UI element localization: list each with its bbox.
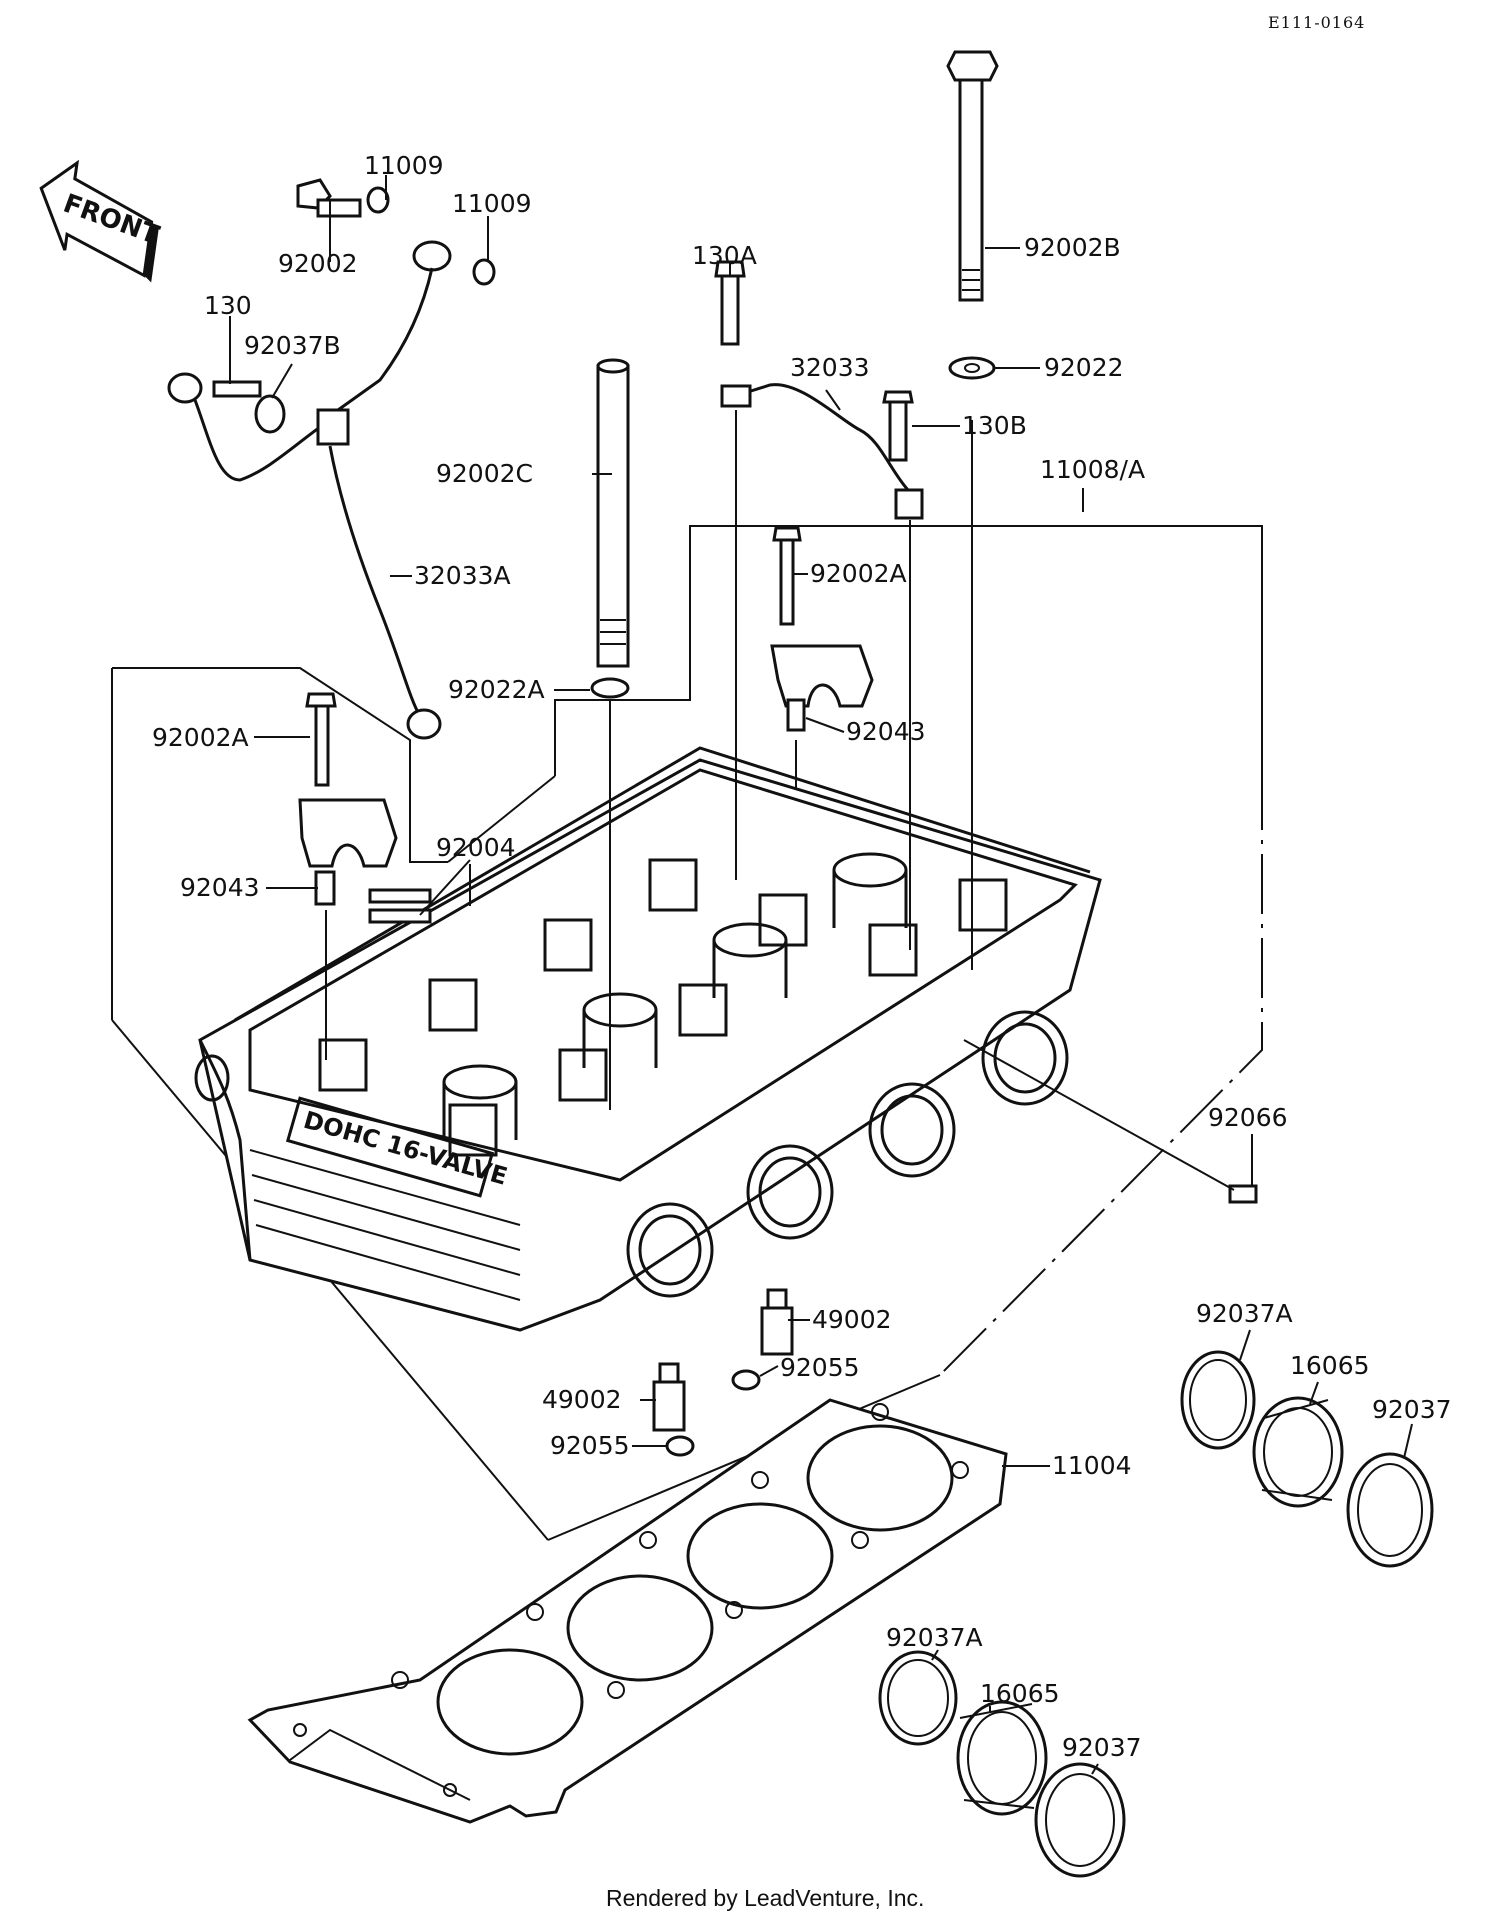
callout-92055-left: 92055 (550, 1431, 630, 1460)
callout-92043-left: 92043 (180, 873, 260, 902)
callout-11004: 11004 (1052, 1451, 1132, 1480)
callout-16065-upper: 16065 (1290, 1351, 1370, 1380)
callout-92037-upper: 92037 (1372, 1395, 1452, 1424)
stud-92002c (590, 358, 630, 1110)
callout-92002c: 92002C (436, 459, 533, 488)
callout-130: 130 (204, 291, 252, 320)
callout-49002-left: 49002 (542, 1385, 622, 1414)
credit-line: Rendered by LeadVenture, Inc. (606, 1885, 924, 1911)
callout-92004: 92004 (436, 833, 516, 862)
callout-130b: 130B (962, 411, 1027, 440)
callout-16065-lower: 16065 (980, 1679, 1060, 1708)
callout-92022: 92022 (1044, 353, 1124, 382)
cam-cap-right (770, 526, 874, 790)
leader-lines (229, 175, 1413, 1775)
callout-92022a: 92022A (448, 675, 545, 704)
callout-92002b: 92002B (1024, 233, 1121, 262)
intake-holder-upper (1180, 1350, 1434, 1568)
callout-32033a: 32033A (414, 561, 511, 590)
callout-11009-b: 11009 (452, 189, 532, 218)
callout-11008a: 11008/A (1040, 455, 1145, 484)
callout-92066: 92066 (1208, 1103, 1288, 1132)
long-bolt-92002b (946, 50, 999, 970)
diagram-code: E111-0164 (1268, 13, 1365, 32)
callout-92037a-lower: 92037A (886, 1623, 983, 1652)
callout-32033: 32033 (790, 353, 870, 382)
callout-92037-lower: 92037 (1062, 1733, 1142, 1762)
plug-92066 (963, 1039, 1258, 1204)
front-arrow-icon: FRONT (39, 159, 163, 283)
callout-49002-right: 49002 (812, 1305, 892, 1334)
callout-11009-a: 11009 (364, 151, 444, 180)
oil-jet-right (731, 1288, 794, 1391)
callout-92055-right: 92055 (780, 1353, 860, 1382)
oil-jet-left (652, 1362, 695, 1457)
callout-130a: 130A (692, 241, 757, 270)
cam-cap-left (298, 692, 471, 1060)
callout-92002a-right: 92002A (810, 559, 907, 588)
cylinder-head: DOHC 16-VALVE (194, 746, 1102, 1332)
oil-pipe-32033a (167, 178, 496, 740)
callouts: 11009 11009 92002 130 92037B 32033A 130A… (152, 151, 1452, 1762)
head-gasket (247, 1398, 1008, 1824)
callout-92043-right: 92043 (846, 717, 926, 746)
callout-92037b: 92037B (244, 331, 341, 360)
intake-holder-lower (878, 1650, 1126, 1878)
callout-92002a-left: 92002A (152, 723, 249, 752)
callout-92002: 92002 (278, 249, 358, 278)
callout-92037a-upper: 92037A (1196, 1299, 1293, 1328)
